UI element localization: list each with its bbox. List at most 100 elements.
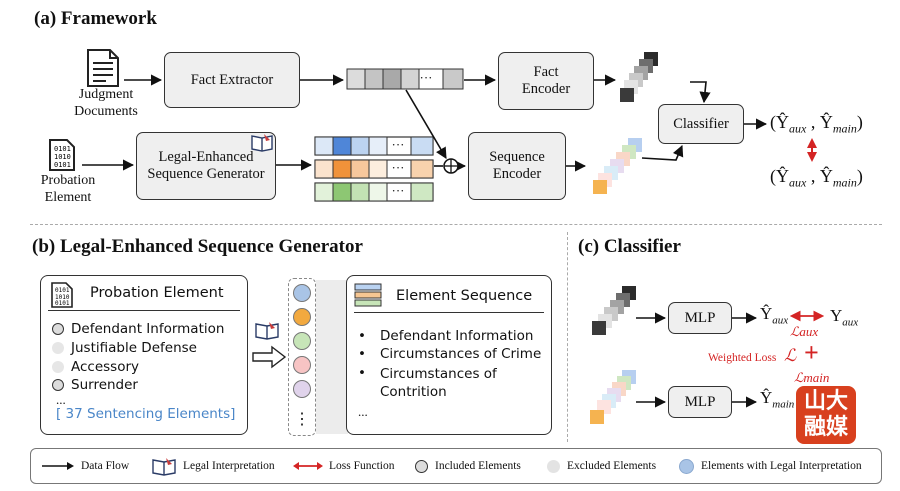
classifier-box: Classifier bbox=[658, 104, 744, 144]
target-close: ) bbox=[856, 166, 863, 186]
plus-icon: + bbox=[804, 338, 819, 367]
probation-item-label: Defendant Information bbox=[71, 321, 225, 337]
main-embedding-stack bbox=[590, 370, 636, 424]
sequence-item-label: Circumstances of Crime bbox=[380, 346, 542, 362]
legend-excluded: Excluded Elements bbox=[547, 449, 656, 483]
sequence-ellipsis-1: ··· bbox=[391, 137, 405, 152]
section-divider-vertical bbox=[567, 232, 568, 442]
loss-aux-label: ℒaux bbox=[790, 324, 819, 339]
legend-legal-interpretation: Legal Interpretation bbox=[151, 449, 275, 483]
probation-item-surrender: Surrender bbox=[52, 377, 138, 393]
svg-text:0101: 0101 bbox=[55, 300, 70, 307]
included-dot-icon bbox=[52, 379, 64, 391]
probation-item-justifiable-defense: Justifiable Defense bbox=[52, 340, 197, 356]
output-comma: , Ŷ bbox=[806, 112, 833, 132]
svg-text:0101: 0101 bbox=[54, 161, 71, 169]
legend-label: Included Elements bbox=[435, 460, 521, 472]
output-aux-sub: aux bbox=[789, 121, 807, 136]
legal-book-icon bbox=[152, 458, 176, 476]
included-dot-icon bbox=[415, 459, 428, 473]
classifier-title: (c) Classifier bbox=[578, 236, 681, 257]
legend-label: Elements with Legal Interpretation bbox=[701, 460, 862, 472]
legend-label: Excluded Elements bbox=[567, 460, 657, 472]
legend-included: Included Elements bbox=[415, 449, 521, 483]
projection-wedge bbox=[316, 280, 348, 434]
arrow-icon bbox=[42, 462, 74, 470]
probation-item-label: Accessory bbox=[71, 359, 140, 375]
document-icon bbox=[87, 49, 119, 87]
legend: Data Flow Legal Interpretation Loss Func… bbox=[30, 448, 882, 484]
sequence-encoder-box: Sequence Encoder bbox=[468, 132, 566, 200]
y-aux-label: Yaux bbox=[830, 306, 858, 328]
fact-extractor-box: Fact Extractor bbox=[164, 52, 300, 108]
excluded-dot-icon bbox=[52, 361, 64, 373]
target-aux-sub: aux bbox=[789, 175, 807, 190]
probation-panel-divider bbox=[48, 310, 240, 311]
y-aux-sub: aux bbox=[842, 316, 859, 329]
watermark-logo: 山大 融媒 bbox=[796, 386, 856, 444]
loss-symbol: ℒ bbox=[784, 346, 797, 365]
probation-item-accessory: Accessory bbox=[52, 359, 139, 375]
yhat-main-sub: main bbox=[772, 398, 795, 411]
sequence-ellipsis-3: ··· bbox=[391, 183, 405, 198]
element-circle bbox=[293, 356, 311, 374]
target-comma: , Ŷ bbox=[806, 166, 833, 186]
legal-book-icon bbox=[251, 134, 273, 152]
loss-main-label: ℒmain bbox=[794, 370, 830, 385]
svg-text:0101: 0101 bbox=[54, 145, 71, 153]
legend-data-flow: Data Flow bbox=[41, 449, 129, 483]
target-yhat-aux: (Ŷ bbox=[770, 166, 789, 186]
legal-dot-icon bbox=[679, 458, 694, 474]
output-target: (Ŷaux , Ŷmain) bbox=[770, 166, 863, 191]
output-main-sub: main bbox=[832, 121, 857, 136]
sequence-stack-icon bbox=[354, 283, 382, 307]
bullet-icon: • bbox=[358, 346, 366, 362]
section-divider-horizontal bbox=[30, 224, 882, 225]
legal-interpretation-icon bbox=[255, 322, 279, 340]
element-circle bbox=[293, 284, 311, 302]
aux-embedding-stack bbox=[592, 286, 636, 335]
yhat-aux-label: Ŷaux bbox=[760, 304, 788, 326]
fact-embedding-stack bbox=[620, 52, 658, 102]
target-main-sub: main bbox=[832, 175, 857, 190]
framework-arrows bbox=[82, 74, 817, 174]
binary-document-icon: 0101 1010 0101 bbox=[49, 139, 75, 171]
legend-label: Data Flow bbox=[81, 460, 130, 472]
output-predicted: (Ŷaux , Ŷmain) bbox=[770, 112, 863, 137]
bullet-icon: • bbox=[358, 328, 366, 344]
weighted-loss-label: Weighted Loss bbox=[708, 352, 777, 364]
legend-label: Loss Function bbox=[329, 460, 395, 472]
hollow-arrow-icon bbox=[252, 345, 287, 369]
probation-element-panel bbox=[40, 275, 248, 435]
sentencing-elements-count: [ 37 Sentencing Elements] bbox=[56, 406, 236, 422]
svg-text:1010: 1010 bbox=[55, 294, 70, 301]
probation-item-defendant-information: Defendant Information bbox=[52, 321, 224, 337]
probation-element-label: Probation Element bbox=[40, 173, 96, 205]
fact-encoder-box: Fact Encoder bbox=[498, 52, 594, 110]
svg-text:1010: 1010 bbox=[54, 153, 71, 161]
output-close: ) bbox=[856, 112, 863, 132]
excluded-dot-icon bbox=[547, 459, 560, 473]
element-column bbox=[288, 278, 316, 436]
probation-item-label: Surrender bbox=[71, 377, 138, 393]
element-column-dots: ⋮ bbox=[294, 411, 310, 428]
binary-document-icon: 0101 1010 0101 bbox=[51, 282, 73, 308]
yhat-main-label: Ŷmain bbox=[760, 388, 794, 410]
sequence-item-0: • Defendant Information bbox=[358, 328, 533, 344]
sequence-item-label: Defendant Information bbox=[380, 328, 534, 344]
element-circle bbox=[293, 308, 311, 326]
excluded-dot-icon bbox=[52, 342, 64, 354]
mlp-aux-box: MLP bbox=[668, 302, 732, 334]
framework-title: (a) Framework bbox=[34, 8, 157, 29]
double-arrow-icon bbox=[293, 462, 323, 470]
yhat-symbol: Ŷ bbox=[760, 304, 773, 323]
element-sequence-title: Element Sequence bbox=[396, 288, 533, 304]
element-circle bbox=[293, 332, 311, 350]
sequence-ellipsis: ... bbox=[358, 404, 368, 419]
legend-label: Legal Interpretation bbox=[183, 460, 275, 472]
yhat-main-symbol: Ŷ bbox=[760, 388, 773, 407]
probation-item-label: Justifiable Defense bbox=[71, 340, 197, 356]
legal-enhanced-sequence-generator-box: Legal-Enhanced Sequence Generator bbox=[136, 132, 276, 200]
sequence-embedding-stack bbox=[593, 138, 642, 194]
